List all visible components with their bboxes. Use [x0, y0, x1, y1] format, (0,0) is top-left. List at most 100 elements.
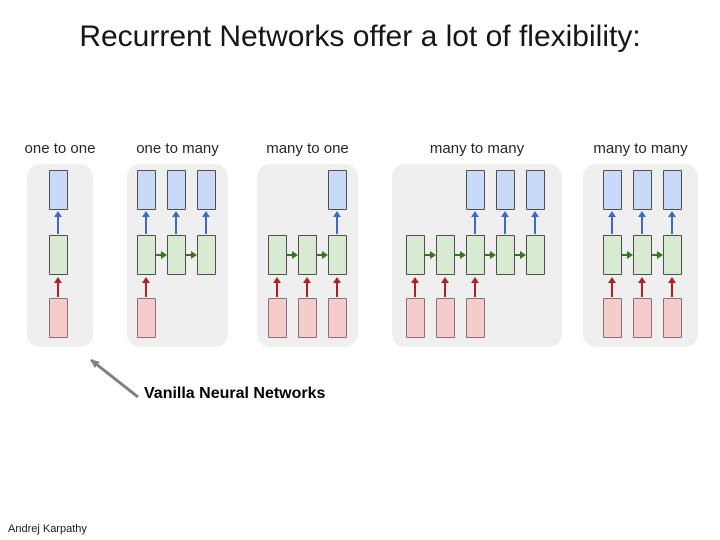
recurrent-arrow-head: [160, 251, 167, 259]
hidden-block: [166, 235, 186, 275]
output-block: [632, 170, 652, 210]
input-to-hidden-arrow-head: [471, 277, 479, 283]
hidden-to-output-arrow: [608, 211, 616, 234]
hidden-to-output-arrow: [638, 211, 646, 234]
recurrent-arrow: [155, 250, 167, 260]
input-block: [267, 298, 287, 338]
output-block: [327, 170, 347, 210]
diagram-label-one-to-one: one to one: [24, 140, 96, 157]
hidden-to-output-arrow: [531, 211, 539, 234]
recurrent-arrow-shaft: [651, 254, 659, 256]
input-to-hidden-arrow-head: [303, 277, 311, 283]
input-block: [136, 298, 156, 338]
input-to-hidden-arrow-head: [608, 277, 616, 283]
input-to-hidden-arrow-shaft: [414, 282, 416, 297]
recurrent-arrow-shaft: [484, 254, 492, 256]
annotation-label: Vanilla Neural Networks: [144, 385, 326, 402]
hidden-to-output-arrow-head: [202, 211, 210, 217]
input-to-hidden-arrow-head: [273, 277, 281, 283]
input-block: [405, 298, 425, 338]
input-to-hidden-arrow: [54, 277, 62, 297]
input-to-hidden-arrow-head: [668, 277, 676, 283]
hidden-block: [327, 235, 347, 275]
input-to-hidden-arrow: [668, 277, 676, 297]
input-to-hidden-arrow: [142, 277, 150, 297]
input-to-hidden-arrow-head: [142, 277, 150, 283]
hidden-to-output-arrow: [172, 211, 180, 234]
recurrent-arrow-head: [626, 251, 633, 259]
recurrent-arrow-head: [429, 251, 436, 259]
input-to-hidden-arrow: [638, 277, 646, 297]
hidden-to-output-arrow-shaft: [474, 216, 476, 234]
recurrent-arrow-shaft: [514, 254, 522, 256]
hidden-to-output-arrow-shaft: [611, 216, 613, 234]
hidden-block: [435, 235, 455, 275]
hidden-to-output-arrow-head: [531, 211, 539, 217]
hidden-to-output-arrow-head: [471, 211, 479, 217]
input-block: [435, 298, 455, 338]
recurrent-arrow: [484, 250, 496, 260]
recurrent-arrow-head: [656, 251, 663, 259]
recurrent-arrow-shaft: [424, 254, 432, 256]
input-to-hidden-arrow-head: [411, 277, 419, 283]
hidden-to-output-arrow: [471, 211, 479, 234]
recurrent-arrow-shaft: [185, 254, 193, 256]
hidden-block: [662, 235, 682, 275]
input-to-hidden-arrow-shaft: [611, 282, 613, 297]
hidden-block: [405, 235, 425, 275]
input-block: [602, 298, 622, 338]
input-block: [297, 298, 317, 338]
input-to-hidden-arrow-head: [333, 277, 341, 283]
recurrent-arrow-head: [321, 251, 328, 259]
input-to-hidden-arrow-shaft: [444, 282, 446, 297]
input-block: [465, 298, 485, 338]
hidden-block: [136, 235, 156, 275]
input-block: [48, 298, 68, 338]
hidden-block: [465, 235, 485, 275]
hidden-to-output-arrow-head: [608, 211, 616, 217]
diagram-label-many-to-many-synced: many to many: [593, 140, 688, 157]
input-to-hidden-arrow: [441, 277, 449, 297]
recurrent-arrow-head: [489, 251, 496, 259]
recurrent-arrow-shaft: [316, 254, 324, 256]
recurrent-arrow-head: [459, 251, 466, 259]
hidden-to-output-arrow: [54, 211, 62, 234]
diagram-label-many-to-one: many to one: [266, 140, 349, 157]
input-block: [327, 298, 347, 338]
hidden-to-output-arrow-shaft: [641, 216, 643, 234]
hidden-block: [602, 235, 622, 275]
output-block: [196, 170, 216, 210]
recurrent-arrow-head: [291, 251, 298, 259]
input-to-hidden-arrow-shaft: [474, 282, 476, 297]
input-to-hidden-arrow-shaft: [57, 282, 59, 297]
output-block: [136, 170, 156, 210]
hidden-block: [196, 235, 216, 275]
input-to-hidden-arrow-shaft: [306, 282, 308, 297]
recurrent-arrow: [286, 250, 298, 260]
hidden-to-output-arrow: [668, 211, 676, 234]
output-block: [495, 170, 515, 210]
hidden-to-output-arrow-head: [172, 211, 180, 217]
hidden-to-output-arrow-head: [638, 211, 646, 217]
recurrent-arrow: [454, 250, 466, 260]
hidden-to-output-arrow-head: [54, 211, 62, 217]
recurrent-arrow: [651, 250, 663, 260]
input-to-hidden-arrow: [608, 277, 616, 297]
input-to-hidden-arrow-shaft: [671, 282, 673, 297]
annotation-arrow-icon: [90, 358, 139, 399]
recurrent-arrow: [621, 250, 633, 260]
hidden-to-output-arrow-head: [501, 211, 509, 217]
output-block: [48, 170, 68, 210]
output-block: [602, 170, 622, 210]
diagram-label-one-to-many: one to many: [136, 140, 219, 157]
recurrent-arrow: [316, 250, 328, 260]
hidden-block: [267, 235, 287, 275]
input-to-hidden-arrow: [333, 277, 341, 297]
input-to-hidden-arrow: [471, 277, 479, 297]
output-block: [662, 170, 682, 210]
recurrent-arrow-head: [519, 251, 526, 259]
input-to-hidden-arrow: [411, 277, 419, 297]
recurrent-arrow-head: [190, 251, 197, 259]
hidden-to-output-arrow-shaft: [336, 216, 338, 234]
